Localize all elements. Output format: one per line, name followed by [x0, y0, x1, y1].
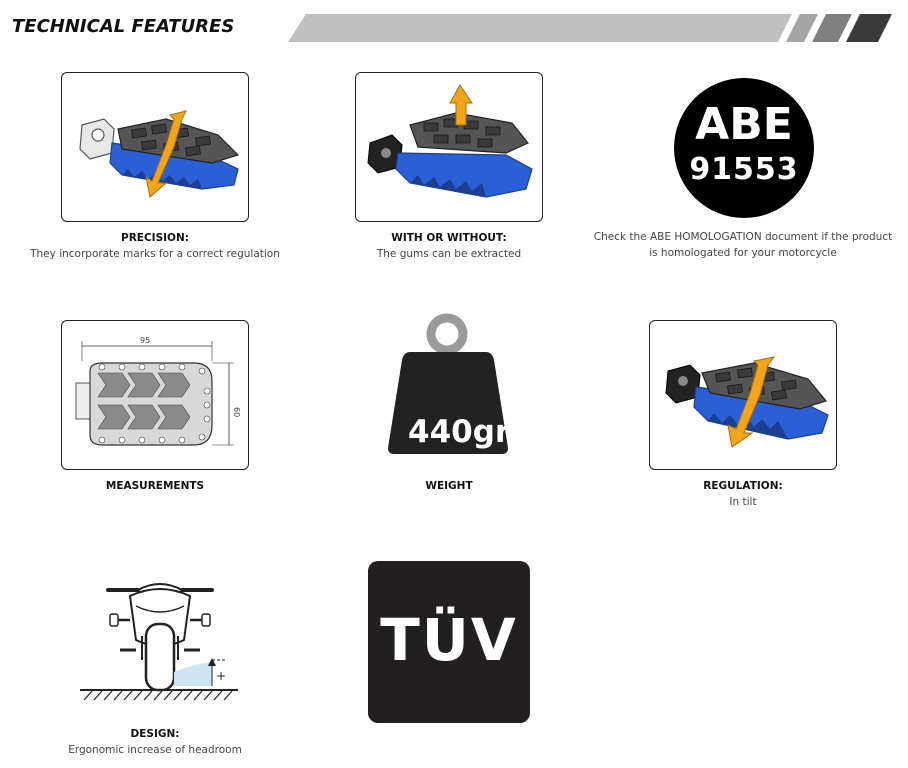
- tuv-badge: TÜV: [368, 561, 530, 723]
- precision-text: They incorporate marks for a correct reg…: [30, 248, 280, 260]
- weight-title: WEIGHT: [425, 480, 473, 492]
- regulation-title: REGULATION:: [703, 480, 783, 492]
- abe-badge-number: 91553: [689, 152, 799, 187]
- page-title: TECHNICAL FEATURES: [12, 16, 235, 37]
- abe-badge-label: ABE: [695, 99, 793, 150]
- precision-title: PRECISION:: [121, 232, 189, 244]
- regulation-text: In tilt: [729, 496, 757, 508]
- tuv-badge-label: TÜV: [380, 606, 518, 674]
- measurements-image: 95 60: [61, 320, 249, 470]
- weight-icon: [388, 312, 508, 456]
- measurement-width-label: 95: [140, 336, 150, 345]
- design-title: DESIGN:: [130, 728, 180, 740]
- abe-text-line2: is homologated for your motorcycle: [649, 247, 837, 259]
- design-image: +: [76, 576, 244, 706]
- precision-image: [61, 72, 249, 222]
- design-plus-label: +: [216, 669, 226, 683]
- abe-badge: ABE 91553: [674, 78, 814, 218]
- abe-text-line1: Check the ABE HOMOLOGATION document if t…: [593, 231, 893, 243]
- weight-value: 440gr.: [408, 414, 518, 450]
- regulation-image: [649, 320, 837, 470]
- with-or-without-title: WITH OR WITHOUT:: [391, 232, 507, 244]
- design-text: Ergonomic increase of headroom: [68, 744, 242, 756]
- measurement-height-label: 60: [232, 407, 241, 417]
- with-or-without-image: [355, 72, 543, 222]
- header-stripe-bar: [288, 14, 894, 42]
- with-or-without-text: The gums can be extracted: [376, 248, 522, 260]
- measurements-title: MEASUREMENTS: [105, 480, 205, 492]
